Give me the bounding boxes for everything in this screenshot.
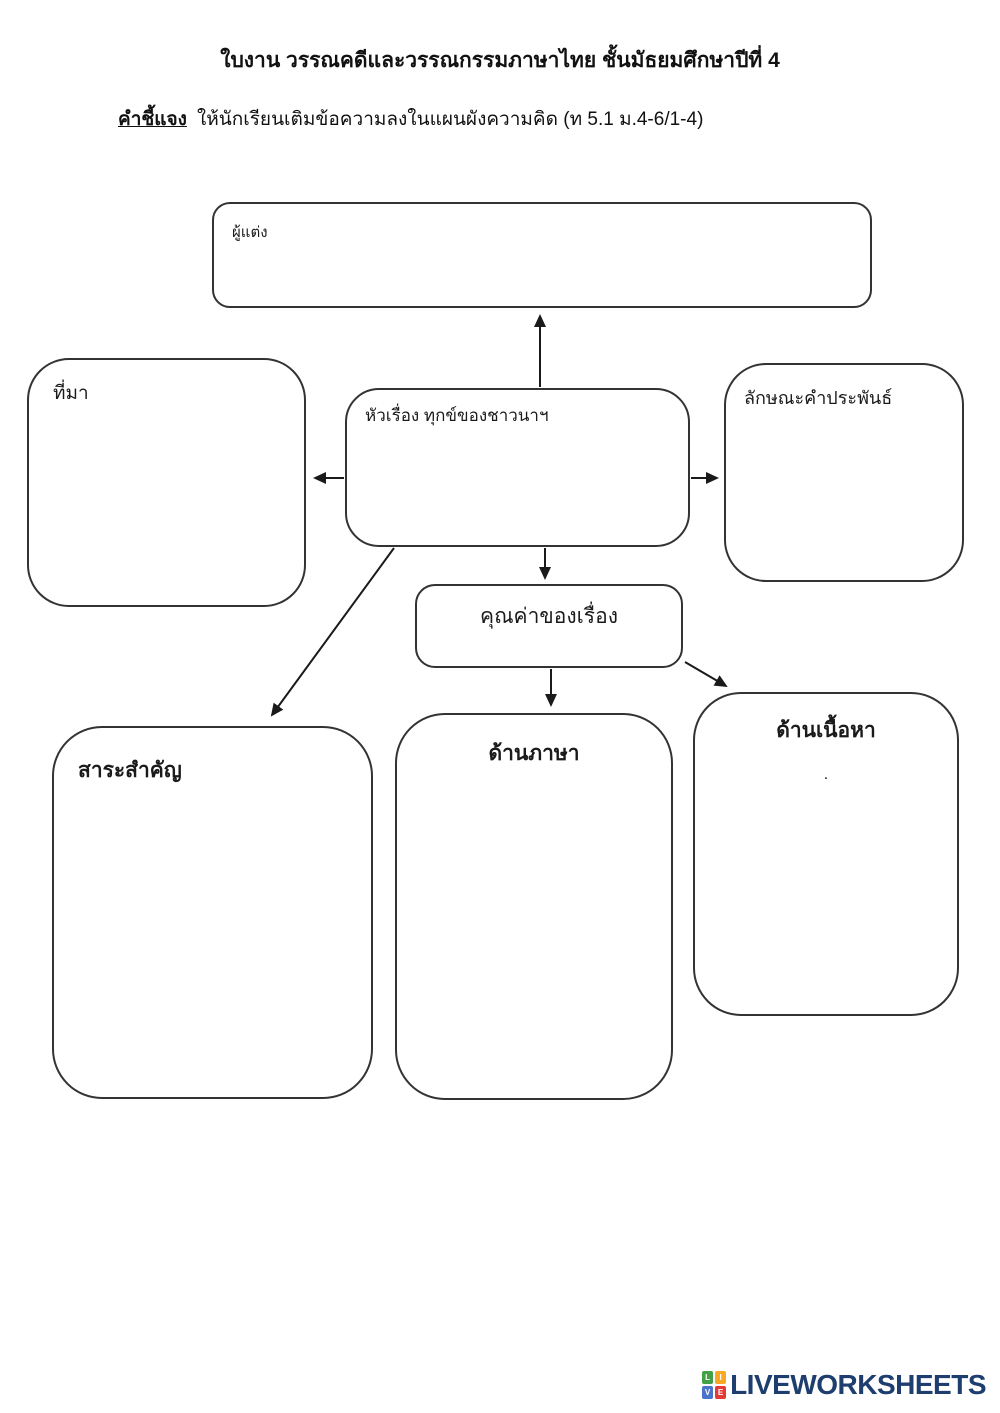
verse-form-box[interactable]: ลักษณะคำประพันธ์ <box>724 363 964 582</box>
liveworksheets-logo[interactable]: L I V E LIVEWORKSHEETS <box>702 1369 986 1401</box>
page-title: ใบงาน วรรณคดีและวรรณกรรมภาษาไทย ชั้นมัธย… <box>220 49 780 72</box>
source-box[interactable]: ที่มา <box>27 358 306 607</box>
author-box-label: ผู้แต่ง <box>232 224 268 241</box>
essence-box-label: สาระสำคัญ <box>78 759 182 782</box>
topic-box[interactable]: หัวเรื่อง ทุกข์ของชาวนาฯ <box>345 388 690 547</box>
instruction-text: ให้นักเรียนเติมข้อความลงในแผนผังความคิด … <box>196 109 704 130</box>
instruction-line: คำชี้แจง ให้นักเรียนเติมข้อความลงในแผนผัง… <box>118 104 703 134</box>
value-box[interactable]: คุณค่าของเรื่อง <box>415 584 683 668</box>
logo-tile-v: V <box>702 1386 714 1399</box>
liveworksheets-logo-text: LIVEWORKSHEETS <box>730 1369 986 1400</box>
logo-tile-l: L <box>702 1371 714 1384</box>
liveworksheets-logo-icon: L I V E <box>702 1371 727 1399</box>
arrow-value-to-content <box>684 661 728 688</box>
logo-tile-i: I <box>715 1371 727 1384</box>
content-box[interactable]: ด้านเนื้อหา . <box>693 692 959 1016</box>
logo-tile-e: E <box>715 1386 727 1399</box>
essence-box[interactable]: สาระสำคัญ <box>52 726 373 1099</box>
instruction-label: คำชี้แจง <box>118 109 187 130</box>
author-box[interactable]: ผู้แต่ง <box>212 202 872 308</box>
language-box-label: ด้านภาษา <box>488 742 580 765</box>
content-box-label: ด้านเนื้อหา <box>776 719 876 742</box>
topic-box-label: หัวเรื่อง ทุกข์ของชาวนาฯ <box>365 406 549 425</box>
content-box-note: . <box>823 766 829 783</box>
value-box-label: คุณค่าของเรื่อง <box>480 605 618 628</box>
language-box[interactable]: ด้านภาษา <box>395 713 673 1100</box>
verse-form-box-label: ลักษณะคำประพันธ์ <box>744 388 893 408</box>
source-box-label: ที่มา <box>53 383 89 404</box>
